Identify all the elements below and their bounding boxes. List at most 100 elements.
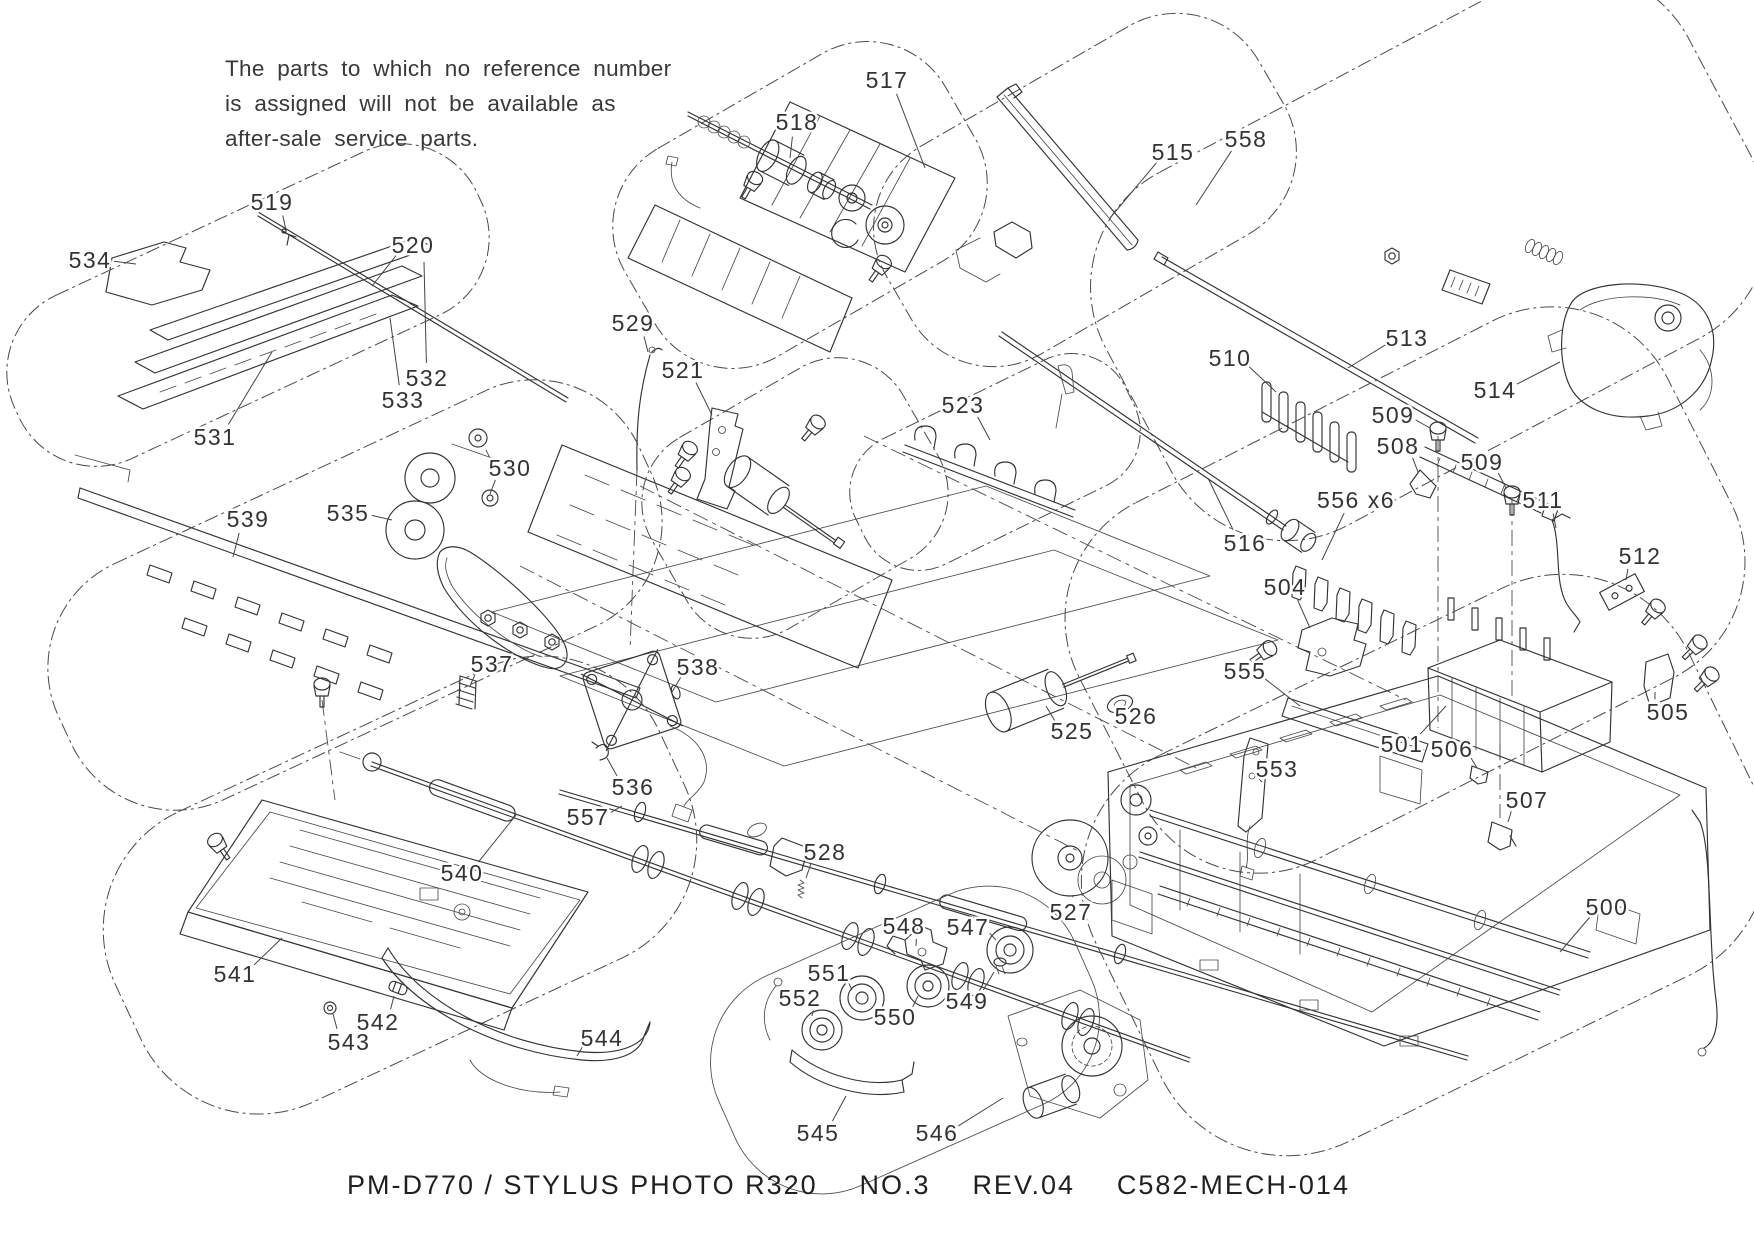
part-label-514: 514 <box>1474 377 1517 403</box>
part-label-548: 548 <box>883 913 926 939</box>
leader-line-509 <box>1415 419 1431 429</box>
leader-line-536 <box>606 757 618 777</box>
part-label-558: 558 <box>1225 126 1268 152</box>
leader-line-542 <box>390 995 395 1010</box>
part-label-547: 547 <box>947 914 990 940</box>
part-label-521: 521 <box>662 357 705 383</box>
leader-line-509 <box>1497 472 1507 489</box>
leader-line-506 <box>1470 757 1478 769</box>
leader-line-520 <box>371 255 397 287</box>
leader-line-513 <box>1347 344 1386 369</box>
part-label-526: 526 <box>1115 703 1158 729</box>
note-line: after-sale service parts. <box>225 125 479 151</box>
leader-line-508 <box>1412 457 1419 473</box>
part-label-506: 506 <box>1431 736 1474 762</box>
leader-line-555 <box>1264 678 1301 707</box>
part-label-517: 517 <box>866 67 909 93</box>
part-label-539: 539 <box>227 506 270 532</box>
cluster-belt-515 <box>873 12 1297 368</box>
part-label-553: 553 <box>1256 756 1299 782</box>
part-label-552: 552 <box>779 985 822 1011</box>
part-label-523: 523 <box>942 392 985 418</box>
leader-line-533 <box>389 317 400 386</box>
cluster-eject-rollers <box>710 885 1149 1195</box>
leader-line-535 <box>371 514 393 521</box>
part-label-519: 519 <box>251 189 294 215</box>
part-label-518: 518 <box>776 109 819 135</box>
leader-line-550 <box>912 995 919 1008</box>
part-label-525: 525 <box>1051 718 1094 744</box>
leader-line-518 <box>789 136 793 159</box>
part-label-504: 504 <box>1264 574 1307 600</box>
leader-line-500 <box>1559 917 1591 953</box>
part-label-509: 509 <box>1372 402 1415 428</box>
part-label-527: 527 <box>1050 899 1093 925</box>
part-label-543: 543 <box>328 1029 371 1055</box>
part-label-545: 545 <box>797 1120 840 1146</box>
title-drawing-number: C582-MECH-014 <box>1116 1170 1350 1200</box>
leader-line-528 <box>805 863 812 879</box>
part-label-510: 510 <box>1209 345 1252 371</box>
part-label-533: 533 <box>382 387 425 413</box>
part-label-546: 546 <box>916 1120 959 1146</box>
leader-line-512 <box>1625 568 1629 581</box>
title-revision: REV.04 <box>972 1170 1076 1200</box>
leader-line-547 <box>989 932 997 941</box>
part-label-520: 520 <box>392 232 435 258</box>
title-model: PM-D770 / STYLUS PHOTO R320 <box>347 1170 818 1200</box>
part-label-507: 507 <box>1506 787 1549 813</box>
leader-line-537 <box>469 674 476 687</box>
leader-line-523 <box>977 416 991 441</box>
part-label-557: 557 <box>567 804 610 830</box>
part-label-532: 532 <box>406 365 449 391</box>
leader-line-532 <box>423 261 427 364</box>
leader-line-544 <box>576 1046 583 1057</box>
leader-line-551 <box>847 981 853 991</box>
part-label-542: 542 <box>357 1009 400 1035</box>
part-label-516: 516 <box>1224 530 1267 556</box>
leader-line-556-x6 <box>1321 512 1345 561</box>
leader-line-546 <box>957 1097 1004 1127</box>
part-label-538: 538 <box>677 654 720 680</box>
part-label-531: 531 <box>194 424 237 450</box>
leader-line-545 <box>832 1095 847 1122</box>
part-label-511: 511 <box>1522 487 1563 513</box>
cluster-paper-guide-523 <box>849 353 1141 571</box>
part-label-540: 540 <box>441 860 484 886</box>
part-label-530: 530 <box>489 455 532 481</box>
leader-line-543 <box>332 1013 338 1030</box>
leader-line-539 <box>232 532 240 558</box>
leader-line-515 <box>1109 162 1157 219</box>
part-label-549: 549 <box>946 988 989 1014</box>
leader-line-530 <box>489 479 496 495</box>
part-label-556-x6: 556 x6 <box>1317 487 1395 513</box>
leader-line-534 <box>113 260 137 265</box>
part-label-534: 534 <box>69 247 112 273</box>
leader-line-549 <box>982 971 995 991</box>
title-block: PM-D770 / STYLUS PHOTO R320 NO.3 REV.04 … <box>347 1170 1350 1201</box>
cluster-carriage-shaft-cover <box>1090 0 1754 542</box>
cluster-pf-motor-bracket <box>636 346 949 639</box>
leader-line-529 <box>643 336 649 353</box>
leader-line-540 <box>477 814 517 863</box>
leader-line-510 <box>1248 366 1277 393</box>
cluster-drive-motors <box>581 649 1137 905</box>
part-label-529: 529 <box>612 310 655 336</box>
title-sheet-number: NO.3 <box>859 1170 931 1200</box>
part-label-515: 515 <box>1152 139 1195 165</box>
part-label-505: 505 <box>1647 699 1690 725</box>
leader-lines <box>113 93 1656 1127</box>
leader-line-541 <box>253 937 283 966</box>
cluster-paper-eject-strip <box>47 379 663 811</box>
leader-line-516 <box>1207 477 1234 531</box>
cluster-paper-feed-asf <box>612 41 988 369</box>
leader-line-511 <box>1552 513 1557 529</box>
cluster-top-left-frames <box>6 143 569 467</box>
part-label-528: 528 <box>804 839 847 865</box>
part-label-537: 537 <box>471 651 514 677</box>
alignment-axes <box>321 435 1513 853</box>
part-label-541: 541 <box>214 961 257 987</box>
central-frame-planes <box>491 444 1279 767</box>
